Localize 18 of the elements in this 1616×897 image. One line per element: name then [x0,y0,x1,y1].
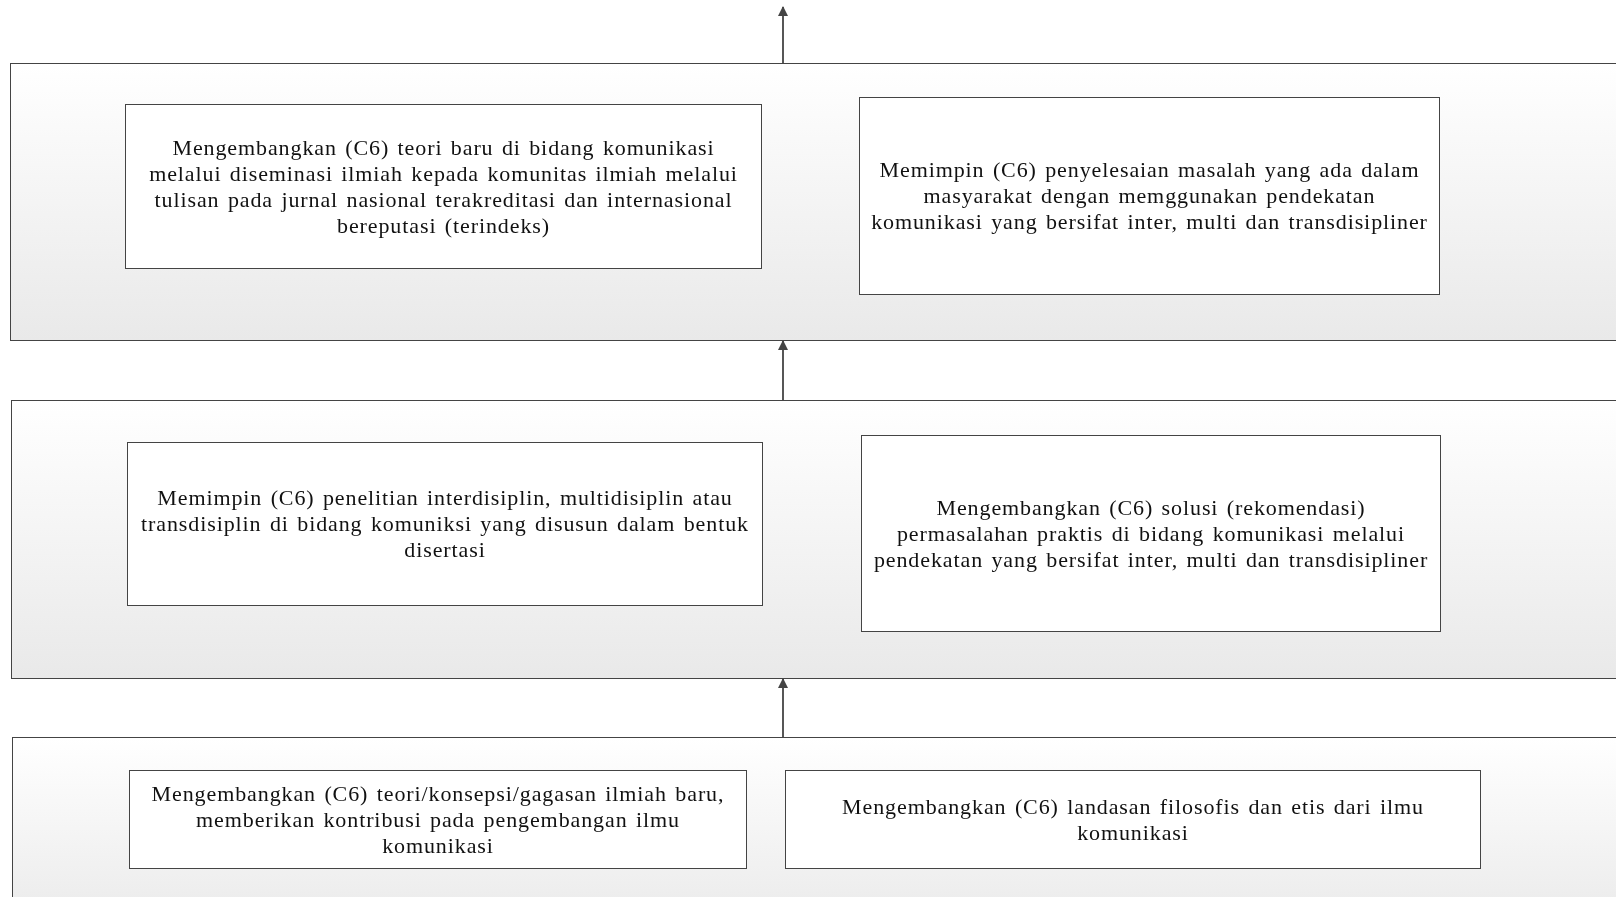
outcome-box [127,442,763,606]
box-text: Memimpin (C6) penelitian interdisiplin, multidisiplin atau transdisiplin di bidang komuniksi yang disusun dalam bentuk disertasi [140,485,750,563]
arrow [778,678,788,738]
box-text: Memimpin (C6) penyelesaian masalah yang ada dalam masyarakat dengan memggunakan pendekatan komunikasi yang bersifat inter, multi dan transdisipliner [870,157,1429,235]
level-panel [10,63,1616,341]
outcome-box [859,97,1440,295]
level-panel [11,400,1616,679]
box-text: Mengembangkan (C6) landasan filosofis dan etis dari ilmu komunikasi [841,793,1425,846]
level-panel [12,737,1616,897]
arrow [778,340,788,401]
outcome-box [129,770,747,869]
box-text: Mengembangkan (C6) teori/konsepsi/gagasan ilmiah baru, memberikan kontribusi pada pengembangan ilmu komunikasi [150,780,726,859]
box-text: Mengembangkan (C6) solusi (rekomendasi) permasalahan praktis di bidang komunikasi melalui pendekatan yang bersifat inter, multi dan transdisipliner [872,494,1430,573]
outcome-box [861,435,1441,632]
outcome-box [125,104,762,269]
outcome-box [785,770,1481,869]
box-text: Mengembangkan (C6) teori baru di bidang komunikasi melalui diseminasi ilmiah kepada komunitas ilmiah melalui tulisan pada jurnal nasional terakreditasi dan internasional bereputasi (terindeks) [148,134,739,239]
arrow [778,6,788,64]
